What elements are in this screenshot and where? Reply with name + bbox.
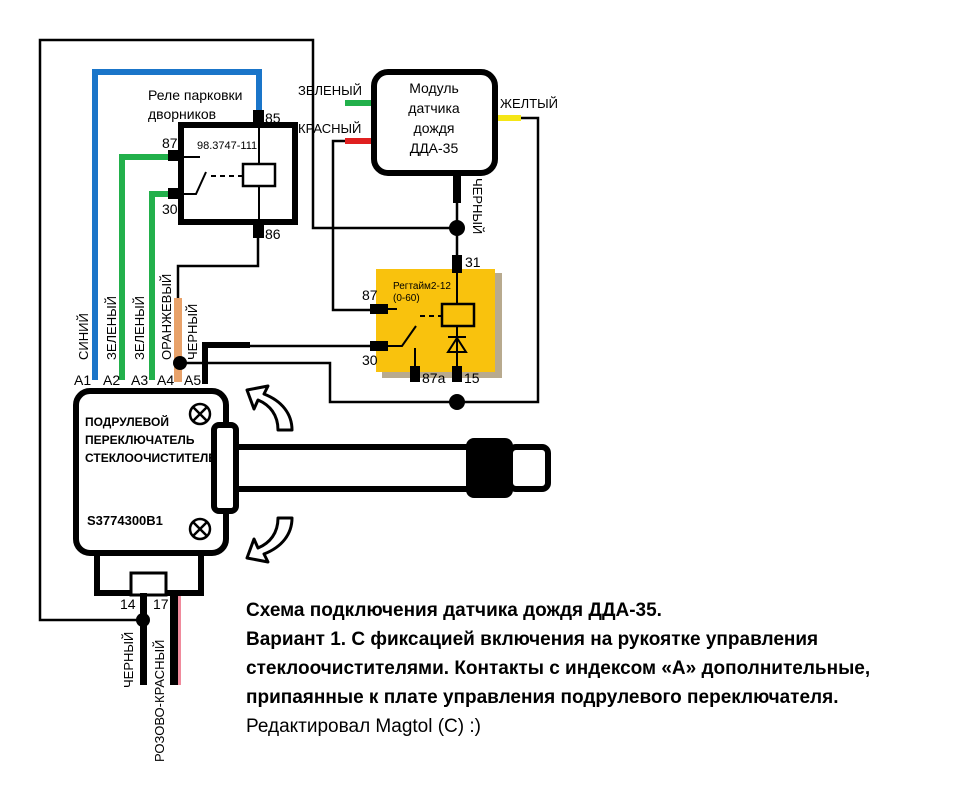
stalk-shaft: [233, 444, 479, 492]
timer-relay-name: Регтайм2-12: [393, 281, 451, 292]
relay1-pin85: [253, 110, 264, 127]
caption-line-5: Редактировал Magtol (C) :): [246, 716, 481, 737]
timer-relay-range: (0-60): [393, 293, 420, 304]
switch-label-1: ПОДРУЛЕВОЙ: [85, 414, 169, 429]
relay1-pin87: [168, 150, 183, 161]
contact-a2: A2: [103, 372, 120, 388]
junction-dot-14: [136, 613, 150, 627]
parking-relay-title-2: дворников: [148, 106, 216, 122]
relay2-pin87-label: 87: [362, 287, 378, 303]
junction-dot-a4: [173, 356, 187, 370]
stalk-grip: [466, 438, 513, 498]
wire-label-a2: ЗЕЛЕНЫЙ: [104, 296, 119, 360]
relay2-pin30-label: 30: [362, 352, 378, 368]
wire-label-green: ЗЕЛЕНЫЙ: [298, 83, 362, 98]
wire-outer-loop: [38, 38, 457, 622]
rain-sensor-module: [371, 69, 498, 176]
pin14-label: 14: [120, 596, 136, 612]
relay1-pin86-label: 86: [265, 226, 281, 242]
switch-part-number: S3774300B1: [87, 513, 163, 528]
arrow-up-icon: [245, 384, 294, 432]
wire-label-bottom-pink: РОЗОВО-КРАСНЫЙ: [152, 640, 167, 762]
switch-label-3: СТЕКЛООЧИСТИТЕЛЕЙ: [85, 450, 225, 465]
wire-a5-black: [202, 342, 250, 384]
wire-yellow-to-15: [457, 116, 540, 404]
wire-a5-to-15: [180, 361, 457, 404]
relay2-pin87: [370, 304, 388, 314]
wire-label-red: КРАСНЫЙ: [298, 121, 361, 136]
wire-bottom-pink-stripe: [178, 596, 181, 685]
screw-top-icon: [188, 402, 212, 426]
wire-bottom-black: [140, 593, 147, 685]
wire-green-30: [149, 191, 170, 380]
relay1-internals: [183, 127, 277, 221]
wire-label-a1: СИНИЙ: [76, 313, 91, 360]
relay2-pin87a-label: 87а: [422, 370, 446, 386]
parking-relay-title: Реле парковки: [148, 87, 243, 103]
junction-dot-15: [449, 394, 465, 410]
plug-latch: [129, 571, 168, 597]
contact-a1: A1: [74, 372, 91, 388]
module-label-3: дождя: [414, 120, 455, 136]
wire-label-a5: ЧЕРНЫЙ: [185, 304, 200, 360]
relay1-pin30-label: 30: [162, 201, 178, 217]
junction-dot-module: [449, 220, 465, 236]
wire-label-a4: ОРАНЖЕВЫЙ: [159, 274, 174, 360]
wire-label-bottom-black: ЧЕРНЫЙ: [121, 632, 136, 688]
contact-a3: A3: [131, 372, 148, 388]
caption-line-3: стеклоочистителями. Контакты с индексом …: [246, 658, 871, 679]
module-label-1: Модуль: [409, 80, 459, 96]
relay2-internals: [388, 273, 476, 367]
wire-label-a3: ЗЕЛЕНЫЙ: [132, 296, 147, 360]
screw-bottom-icon: [188, 517, 212, 541]
relay1-pin30: [168, 188, 183, 199]
module-wire-black-label: ЧЕРНЫЙ: [470, 178, 485, 234]
relay1-pin85-label: 85: [265, 110, 281, 126]
stalk-collar: [211, 422, 239, 514]
relay2-pin15-label: 15: [464, 370, 480, 386]
contact-a4: A4: [157, 372, 174, 388]
relay2-pin87a: [410, 366, 420, 382]
parking-relay-model: 98.3747-111: [197, 140, 257, 152]
wire-blue: [92, 69, 262, 380]
diagram-caption: Схема подключения датчика дождя ДДА-35. …: [246, 596, 946, 741]
relay2-pin30: [370, 341, 388, 351]
relay1-pin86: [253, 221, 264, 238]
wire-label-yellow: ЖЕЛТЫЙ: [500, 96, 558, 111]
caption-line-1: Схема подключения датчика дождя ДДА-35.: [246, 600, 662, 621]
relay1-pin87-label: 87: [162, 135, 178, 151]
switch-label-2: ПЕРЕКЛЮЧАТЕЛЬ: [85, 433, 195, 447]
wire-bottom-pink: [170, 593, 178, 685]
wire-red-to-87: [331, 139, 372, 312]
pin17-label: 17: [153, 596, 169, 612]
relay2-pin31: [452, 255, 462, 273]
module-label-2: датчика: [408, 100, 460, 116]
relay2-pin15: [452, 366, 462, 382]
wire-86-to-a4: [176, 235, 260, 300]
module-label-4: ДДА-35: [410, 140, 459, 156]
caption-line-4: припаянные к плате управления подрулевог…: [246, 687, 839, 708]
contact-a5: A5: [184, 372, 201, 388]
relay2-pin31-label: 31: [465, 254, 481, 270]
module-black-lead: [453, 173, 461, 203]
caption-line-2: Вариант 1. С фиксацией включения на руко…: [246, 629, 819, 650]
wire-green-87: [119, 154, 170, 380]
arrow-down-icon: [245, 516, 294, 564]
stalk-tip: [507, 444, 551, 492]
